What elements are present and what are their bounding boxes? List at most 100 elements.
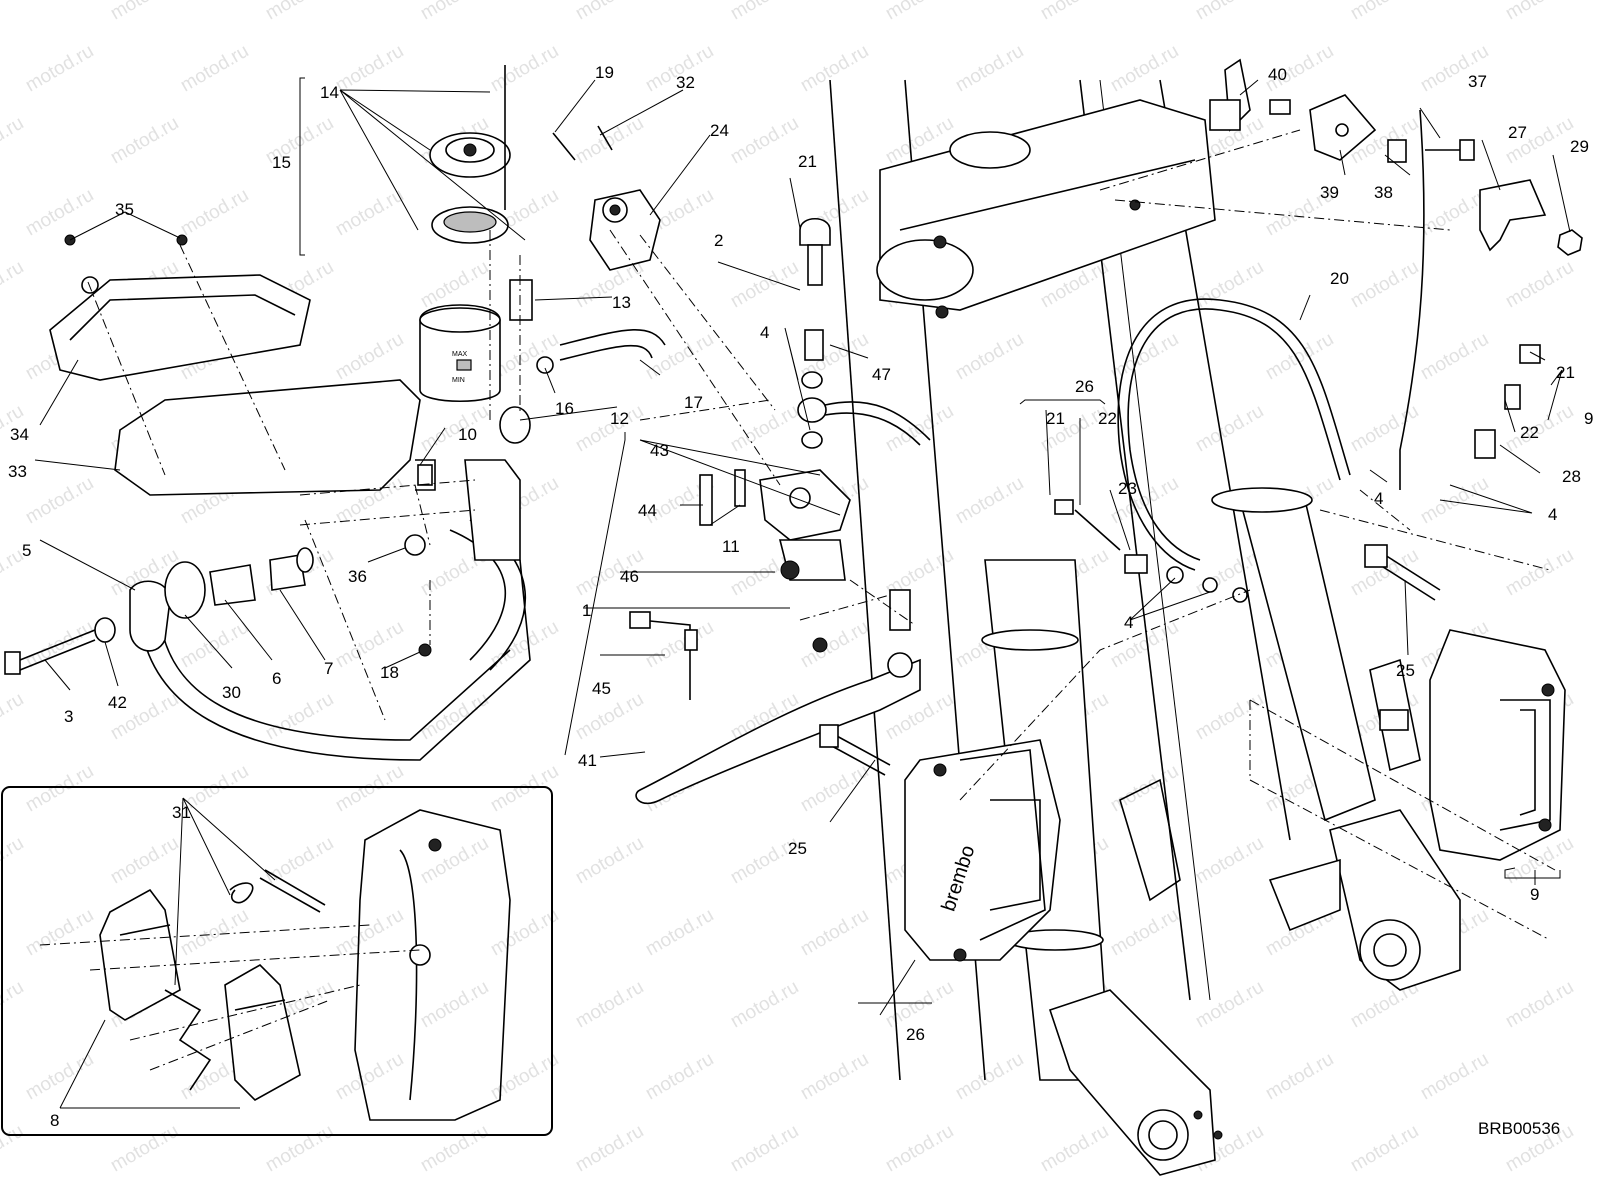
watermark-text: motod.ru <box>572 977 647 1033</box>
callout-46: 46 <box>620 567 639 586</box>
callout-41: 41 <box>578 751 597 770</box>
callout-12: 12 <box>610 409 629 428</box>
watermark-text: motod.ru <box>952 473 1027 529</box>
callout-40: 40 <box>1268 65 1287 84</box>
watermark-text: motod.ru <box>882 401 957 457</box>
watermark-text: motod.ru <box>1417 329 1492 385</box>
watermark-text: motod.ru <box>417 977 492 1033</box>
watermark-text: motod.ru <box>417 1121 492 1177</box>
callout-19: 19 <box>595 63 614 82</box>
watermark-text: motod.ru <box>262 0 337 24</box>
callout-15: 15 <box>272 153 291 172</box>
watermark-text: motod.ru <box>22 905 97 961</box>
watermark-text: motod.ru <box>1502 977 1577 1033</box>
callout-36: 36 <box>348 567 367 586</box>
watermark-text: motod.ru <box>332 761 407 817</box>
callout-21-right: 21 <box>1556 363 1575 382</box>
callout-35: 35 <box>115 200 134 219</box>
brake-hose-right <box>1054 109 1541 603</box>
watermark-text: motod.ru <box>1347 401 1422 457</box>
callout-44: 44 <box>638 501 657 520</box>
watermark-text: motod.ru <box>572 113 647 169</box>
front-caliper-right <box>1364 544 1566 861</box>
watermark-text: motod.ru <box>1107 905 1182 961</box>
reservoir-max-mark: MAX <box>452 351 468 358</box>
callout-7: 7 <box>324 659 333 678</box>
watermark-text: motod.ru <box>1192 0 1267 24</box>
watermark-text: motod.ru <box>332 41 407 97</box>
callout-28: 28 <box>1562 467 1581 486</box>
callout-4-right-a: 4 <box>1374 489 1383 508</box>
callout-33: 33 <box>8 462 27 481</box>
watermark-text: motod.ru <box>417 0 492 24</box>
watermark-text: motod.ru <box>417 257 492 313</box>
watermark-text: motod.ru <box>1417 1049 1492 1105</box>
callout-5: 5 <box>22 541 31 560</box>
watermark-text: motod.ru <box>0 1121 27 1177</box>
watermark-text: motod.ru <box>797 905 872 961</box>
callout-32: 32 <box>676 73 695 92</box>
brake-pad-inset <box>1 786 553 1136</box>
watermark-text: motod.ru <box>22 761 97 817</box>
watermark-text: motod.ru <box>1037 1121 1112 1177</box>
watermark-text: motod.ru <box>1192 977 1267 1033</box>
watermark-text: motod.ru <box>332 905 407 961</box>
watermark-text: motod.ru <box>0 257 27 313</box>
watermark-text: motod.ru <box>0 689 27 745</box>
watermark-text: motod.ru <box>572 833 647 889</box>
watermark-text: motod.ru <box>727 257 802 313</box>
watermark-text: motod.ru <box>882 1121 957 1177</box>
callout-22-mid: 22 <box>1098 409 1117 428</box>
callout-26-bottom: 26 <box>906 1025 925 1044</box>
watermark-text: motod.ru <box>642 905 717 961</box>
watermark-text: motod.ru <box>0 977 27 1033</box>
watermark-text: motod.ru <box>1347 257 1422 313</box>
brake-hose-fittings <box>797 217 931 449</box>
top-right-parts <box>1209 58 1583 256</box>
callout-34: 34 <box>10 425 29 444</box>
callout-9-bottom: 9 <box>1530 885 1539 904</box>
callout-31: 31 <box>172 803 191 822</box>
watermark-text: motod.ru <box>727 977 802 1033</box>
callout-8: 8 <box>50 1111 59 1130</box>
reservoir-min-mark: MIN <box>452 377 465 384</box>
watermark-text: motod.ru <box>177 185 252 241</box>
watermark-text: motod.ru <box>487 41 562 97</box>
watermark-text: motod.ru <box>0 113 27 169</box>
watermark-text: motod.ru <box>332 1049 407 1105</box>
watermark-text: motod.ru <box>727 401 802 457</box>
callout-42: 42 <box>108 693 127 712</box>
watermark-text: motod.ru <box>332 329 407 385</box>
watermark-text: motod.ru <box>642 617 717 673</box>
callout-4-right-b: 4 <box>1548 505 1557 524</box>
watermark-text: motod.ru <box>797 41 872 97</box>
watermark-text: motod.ru <box>22 473 97 529</box>
watermark-text: motod.ru <box>417 833 492 889</box>
watermark-text: motod.ru <box>572 0 647 24</box>
watermark-text: motod.ru <box>1502 0 1577 24</box>
watermark-text: motod.ru <box>262 1121 337 1177</box>
callout-13: 13 <box>612 293 631 312</box>
watermark-text: motod.ru <box>727 0 802 24</box>
watermark-text: motod.ru <box>1502 257 1577 313</box>
callout-39: 39 <box>1320 183 1339 202</box>
watermark-text: motod.ru <box>952 1049 1027 1105</box>
watermark-text: motod.ru <box>1107 329 1182 385</box>
watermark-text: motod.ru <box>1192 257 1267 313</box>
callout-38: 38 <box>1374 183 1393 202</box>
callout-18: 18 <box>380 663 399 682</box>
callout-27: 27 <box>1508 123 1527 142</box>
leader-lines <box>34 77 1571 1109</box>
watermark-text: motod.ru <box>22 41 97 97</box>
drawing-code: BRB00536 <box>1478 1119 1560 1138</box>
watermark-text: motod.ru <box>1502 545 1577 601</box>
watermark-text: motod.ru <box>882 0 957 24</box>
callout-10: 10 <box>458 425 477 444</box>
watermark-text: motod.ru <box>332 185 407 241</box>
watermark-text: motod.ru <box>952 41 1027 97</box>
callout-3: 3 <box>64 707 73 726</box>
brake-lever-assembly <box>552 125 921 805</box>
watermark-text: motod.ru <box>572 1121 647 1177</box>
callout-25-right: 25 <box>1396 661 1415 680</box>
